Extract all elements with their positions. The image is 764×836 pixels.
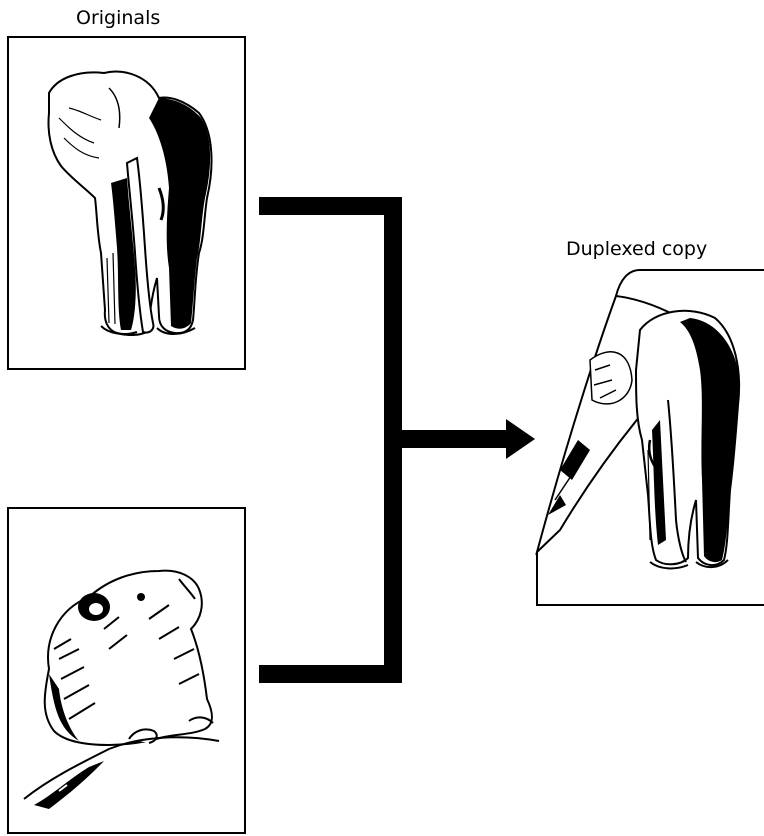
elephant-illustration xyxy=(47,70,213,336)
original-page-elephant xyxy=(7,36,246,370)
duplexed-copy-label: Duplexed copy xyxy=(566,238,708,260)
original-page-pika xyxy=(7,507,246,834)
copy-front-elephant xyxy=(634,309,741,570)
pika-illustration xyxy=(23,569,220,809)
arrow-right-icon xyxy=(506,419,535,459)
originals-label: Originals xyxy=(76,7,161,29)
bracket-lines xyxy=(259,197,510,683)
copy-back-pika xyxy=(548,351,633,515)
